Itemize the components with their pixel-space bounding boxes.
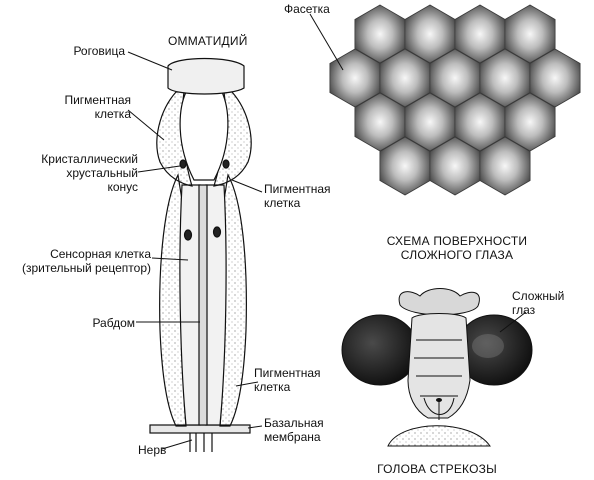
rhabdom (198, 184, 208, 426)
label-line: Пигментная (64, 93, 131, 107)
pigment-cell-nucleus-right (222, 159, 230, 169)
facet-hexagon (504, 4, 556, 64)
compound-eye-surface (309, 4, 581, 196)
facet-hexagon (479, 136, 531, 196)
ommatidium-title: ОММАТИДИЙ (168, 34, 248, 48)
eye-leader-line (499, 311, 527, 333)
label-pigment-cell-2: Пигментная клетка (264, 182, 331, 210)
caption-line: СЛОЖНОГО ГЛАЗА (400, 248, 514, 262)
label-line: мембрана (264, 430, 321, 444)
facet-hexagon (529, 48, 581, 108)
label-line: конус (107, 180, 138, 194)
nerve-fibers (189, 433, 213, 452)
ommatidium-leader-lines (127, 51, 263, 450)
mouth-spot (436, 398, 442, 402)
label-rhabdom: Рабдом (92, 316, 135, 330)
label-compound-eye: Сложный глаз (512, 289, 564, 317)
sensory-cell-left (179, 184, 201, 426)
label-crystal-cone: Кристаллический хрустальный конус (41, 152, 138, 194)
head-caption: ГОЛОВА СТРЕКОЗЫ (377, 462, 497, 476)
label-line: клетка (264, 196, 301, 210)
label-line: клетка (254, 380, 291, 394)
facet-grid (329, 4, 581, 196)
crystal-cone (179, 91, 229, 181)
head-vertex (398, 288, 480, 316)
face-segments (414, 339, 464, 397)
label-line: клетка (94, 107, 131, 121)
cornea (167, 57, 245, 95)
dragonfly-head-drawing (341, 288, 533, 447)
label-line: глаз (512, 303, 536, 317)
label-pigment-cell-1: Пигментная клетка (64, 93, 131, 121)
right-eye-highlight (472, 334, 504, 358)
label-basal-membrane: Базальная мембрана (264, 416, 324, 444)
facet-leader-line (309, 13, 344, 71)
label-line: Базальная (264, 416, 324, 430)
label-line: Пигментная (264, 182, 331, 196)
label-sensory-cell: Сенсорная клетка (зрительный рецептор) (22, 247, 151, 275)
label-nerve: Нерв (138, 443, 167, 457)
label-line: Кристаллический (41, 152, 138, 166)
surface-caption: СХЕМА ПОВЕРХНОСТИ СЛОЖНОГО ГЛАЗА (372, 234, 542, 262)
label-line: (зрительный рецептор) (21, 261, 151, 275)
sensory-cell-nucleus-left (183, 229, 193, 241)
basal-membrane (149, 424, 251, 434)
label-line: хрустальный (66, 166, 138, 180)
sensory-cell-nucleus-right (212, 226, 222, 238)
ommatidium-diagram (149, 57, 252, 452)
sensory-cell-right (205, 184, 227, 426)
label-line: Сложный (512, 289, 565, 303)
head-neck (387, 425, 491, 447)
facet-hexagon (504, 92, 556, 152)
mouthparts (423, 397, 455, 420)
label-cornea: Роговица (73, 44, 125, 58)
caption-line: СХЕМА ПОВЕРХНОСТИ (386, 234, 528, 248)
label-facet: Фасетка (284, 2, 330, 16)
left-compound-eye (341, 314, 419, 386)
label-line: Сенсорная клетка (50, 247, 151, 261)
label-pigment-cell-3: Пигментная клетка (254, 366, 321, 394)
label-line: Пигментная (254, 366, 321, 380)
pigment-cell-nucleus-left (179, 159, 187, 169)
